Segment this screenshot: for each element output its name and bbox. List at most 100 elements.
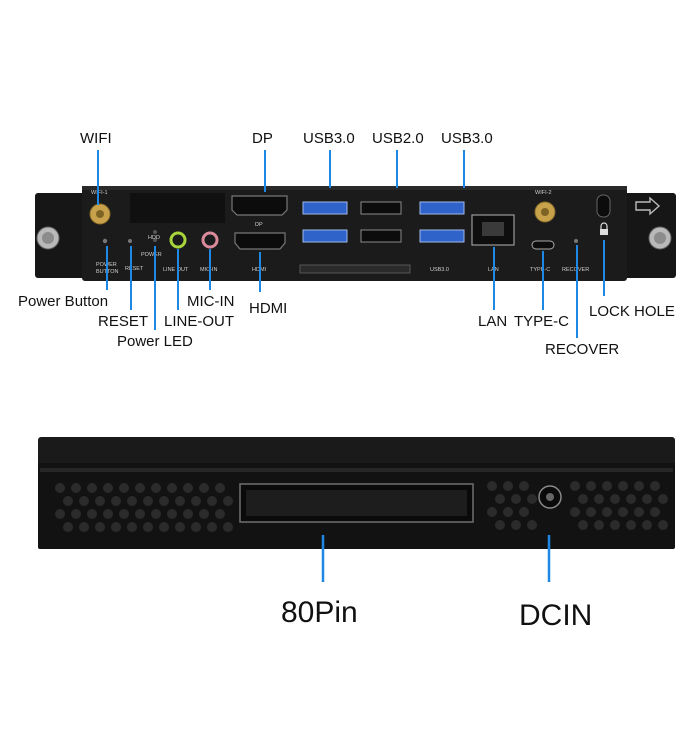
type-c-port (531, 240, 555, 250)
vent-hole (71, 483, 81, 493)
power-led (153, 238, 157, 242)
vent-hole (570, 481, 580, 491)
usb30-left-port-bottom (302, 229, 348, 243)
label-80pin: 80Pin (281, 596, 358, 629)
vent-hole (87, 509, 97, 519)
usb30-right-port-top (419, 201, 465, 215)
vent-hole (487, 507, 497, 517)
vent-hole (167, 483, 177, 493)
vent-hole (610, 520, 620, 530)
insert-arrow-icon (635, 196, 661, 216)
label-reset: RESET (98, 313, 148, 330)
vent-hole (634, 481, 644, 491)
lock-hole (596, 194, 611, 218)
vent-hole (207, 496, 217, 506)
vent-hole (207, 522, 217, 532)
vent-hole (143, 522, 153, 532)
vent-hole (79, 522, 89, 532)
vent-hole (519, 481, 529, 491)
vent-hole (95, 496, 105, 506)
vent-hole (650, 481, 660, 491)
label-lock-hole: LOCK HOLE (589, 303, 675, 320)
recover-button (574, 239, 578, 243)
vent-hole (111, 522, 121, 532)
io-panel: WIFI-1 WIFI-2 HDD POWER POWER BUTTON RES… (35, 186, 676, 281)
vent-hole (634, 507, 644, 517)
silk-line-out: LINE OUT (163, 267, 189, 273)
vent-hole (618, 481, 628, 491)
vent-hole (135, 483, 145, 493)
vent-hole (103, 509, 113, 519)
vent-hole (215, 483, 225, 493)
callout-lines-bottom (321, 535, 551, 582)
vent-hole (55, 509, 65, 519)
vent-hole (183, 483, 193, 493)
vent-hole (127, 496, 137, 506)
vent-hole (175, 522, 185, 532)
vent-hole (626, 520, 636, 530)
vent-hole (191, 496, 201, 506)
vent-hole (650, 507, 660, 517)
vent-hole (199, 509, 209, 519)
vent-hole (63, 522, 73, 532)
vent-hole (119, 509, 129, 519)
silk-wifi1: WIFI-1 (91, 190, 108, 196)
vent-hole (511, 520, 521, 530)
vent-hole (495, 494, 505, 504)
vent-hole (586, 481, 596, 491)
silk-usb30: USB3.0 (430, 267, 449, 273)
vent-hole (642, 520, 652, 530)
mic-in-jack (201, 231, 219, 249)
vent-hole (223, 496, 233, 506)
hdd-led (153, 230, 157, 234)
vent-hole (127, 522, 137, 532)
label-usb20: USB2.0 (372, 130, 424, 147)
vent-hole (159, 522, 169, 532)
vent-hole (586, 507, 596, 517)
vent-hole (151, 483, 161, 493)
vent-hole (183, 509, 193, 519)
vent-hole (658, 520, 668, 530)
vent-hole (626, 494, 636, 504)
label-wifi: WIFI (80, 130, 112, 147)
vent-hole (215, 509, 225, 519)
vent-hole (527, 520, 537, 530)
vent-hole (602, 481, 612, 491)
vent-hole (79, 496, 89, 506)
vent-hole (618, 507, 628, 517)
vent-hole (511, 494, 521, 504)
vent-hole (594, 520, 604, 530)
vent-hole (119, 483, 129, 493)
vent-hole (487, 481, 497, 491)
label-line-out: LINE-OUT (164, 313, 234, 330)
vent (130, 193, 225, 223)
reset-button (128, 239, 132, 243)
vent-hole (495, 520, 505, 530)
label-recover: RECOVER (545, 341, 619, 358)
vent-hole (87, 483, 97, 493)
vent-hole (594, 494, 604, 504)
label-lan: LAN (478, 313, 507, 330)
rear-vent-holes (55, 481, 668, 532)
vent-hole (63, 496, 73, 506)
vent-hole (95, 522, 105, 532)
left-bracket (35, 193, 87, 278)
usb20-port-top (360, 201, 402, 215)
vent-hole (578, 494, 588, 504)
dp-port (231, 195, 288, 216)
vent-hole (135, 509, 145, 519)
vent-hole (103, 483, 113, 493)
silk-type-c: TYPE-C (530, 267, 550, 273)
line-out-jack (169, 231, 187, 249)
vent-hole (503, 507, 513, 517)
silk-wifi2: WIFI-2 (535, 190, 552, 196)
vent-hole (610, 494, 620, 504)
vent-hole (570, 507, 580, 517)
silk-dp: DP (255, 222, 263, 228)
usb30-left-port-top (302, 201, 348, 215)
rear-top-lip (38, 437, 675, 467)
vent-hole (503, 481, 513, 491)
vent-hole (642, 494, 652, 504)
vent-hole (151, 509, 161, 519)
